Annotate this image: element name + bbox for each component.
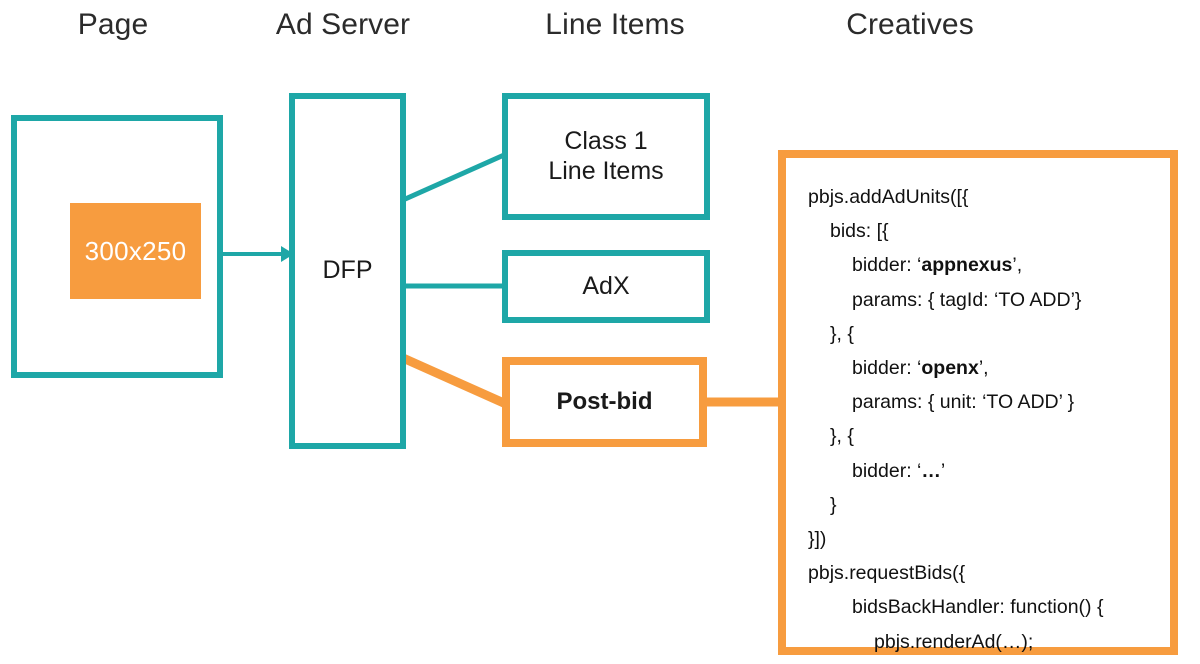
code-token: pbjs.requestBids({	[808, 562, 966, 585]
code-line: }])	[808, 522, 1164, 556]
code-token: ’,	[978, 357, 989, 380]
creative-size-label: 300x250	[84, 235, 187, 266]
code-line: pbjs.addAdUnits([{	[808, 180, 1164, 214]
code-line: bidder: ‘appnexus’,	[808, 248, 1164, 282]
class1-label: Class 1 Line Items	[548, 127, 663, 186]
code-line: pbjs.requestBids({	[808, 556, 1164, 590]
class1-line-items-box[interactable]: Class 1 Line Items	[502, 93, 710, 220]
code-line: params: { unit: ‘TO ADD’ }	[808, 385, 1164, 419]
code-token: ’,	[1012, 254, 1023, 277]
code-line: bidsBackHandler: function() {	[808, 590, 1164, 624]
dfp-label: DFP	[322, 256, 373, 285]
code-token-bold: …	[921, 459, 941, 482]
code-token: pbjs.renderAd(…);	[874, 630, 1034, 653]
creative-300x250[interactable]: 300x250	[70, 203, 201, 299]
code-line: pbjs.renderAd(…);	[808, 625, 1164, 659]
adx-box[interactable]: AdX	[502, 250, 710, 323]
code-line: bidder: ‘openx’,	[808, 351, 1164, 385]
code-line: params: { tagId: ‘TO ADD’}	[808, 283, 1164, 317]
class1-label-line2: Line Items	[548, 156, 664, 185]
post-bid-box[interactable]: Post-bid	[502, 357, 707, 447]
column-header-line-items: Line Items	[545, 8, 685, 41]
code-line: }	[808, 488, 1164, 522]
code-line: }, {	[808, 419, 1164, 453]
code-line: bids: [{	[808, 214, 1164, 248]
code-token: }, {	[830, 425, 854, 448]
column-header-creatives: Creatives	[846, 8, 974, 41]
code-token: }	[830, 493, 837, 516]
code-line: }	[808, 659, 1164, 664]
class1-label-line1: Class 1	[564, 127, 648, 155]
code-token: bidder: ‘	[852, 254, 922, 277]
column-header-page: Page	[77, 8, 149, 41]
code-token: bidder: ‘	[852, 459, 922, 482]
code-token-bold: appnexus	[921, 254, 1013, 277]
code-line: bidder: ‘…’	[808, 454, 1164, 488]
code-token: ’	[940, 459, 946, 482]
code-token: }, {	[830, 322, 854, 345]
code-block: pbjs.addAdUnits([{bids: [{bidder: ‘appne…	[808, 180, 1164, 664]
connector-dfp-to-postbid	[401, 353, 508, 409]
creative-code-panel[interactable]: pbjs.addAdUnits([{bids: [{bidder: ‘appne…	[778, 150, 1178, 655]
code-token-bold: openx	[921, 357, 979, 380]
code-token: bidsBackHandler: function() {	[852, 596, 1104, 619]
adx-label: AdX	[582, 271, 630, 300]
code-token: }])	[808, 528, 827, 551]
connector-dfp-to-class1	[401, 152, 506, 203]
column-header-ad-server: Ad Server	[275, 8, 411, 41]
code-token: pbjs.addAdUnits([{	[808, 186, 969, 208]
code-line: }, {	[808, 317, 1164, 351]
code-token: params: { tagId: ‘TO ADD’}	[852, 288, 1082, 311]
dfp-box[interactable]: DFP	[289, 93, 406, 449]
code-token: bids: [{	[830, 220, 889, 243]
code-token: bidder: ‘	[852, 357, 922, 380]
post-bid-label: Post-bid	[556, 387, 653, 415]
code-token: params: { unit: ‘TO ADD’ }	[852, 391, 1075, 414]
